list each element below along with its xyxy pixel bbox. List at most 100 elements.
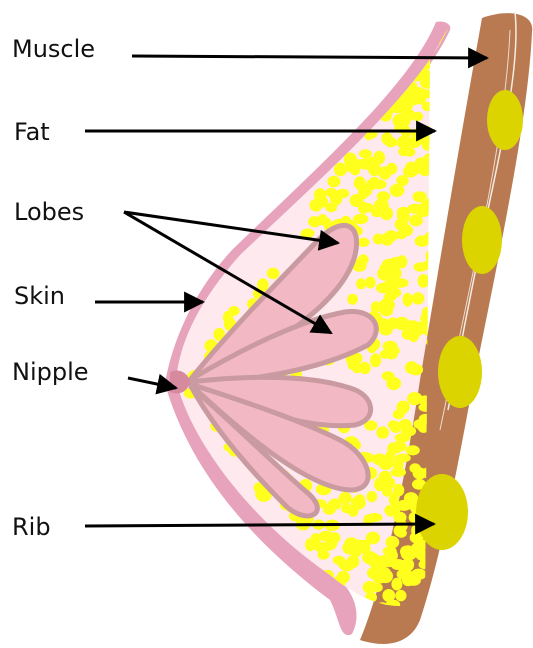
fat-globule (370, 353, 381, 367)
fat-globule (397, 135, 412, 147)
fat-globule (376, 426, 389, 438)
fat-globule (437, 123, 451, 136)
fat-globule (455, 33, 468, 42)
rib-label: Rib (12, 515, 51, 539)
fat-globule (356, 278, 366, 289)
fat-globule (432, 139, 446, 151)
fat-globule (368, 554, 381, 568)
fat-globule (399, 210, 410, 223)
fat-globule (228, 306, 239, 316)
fat-globule (441, 132, 453, 145)
fat-globule (365, 592, 377, 603)
rib (438, 336, 482, 408)
fat-globule (367, 513, 383, 522)
fat-globule (377, 191, 390, 202)
fat-globule (358, 254, 369, 264)
fat-globule (397, 401, 410, 414)
fat-globule (404, 147, 416, 156)
fat-globule (350, 194, 364, 207)
fat-globule (403, 166, 418, 178)
fat-globule (384, 230, 398, 241)
fat-globule (401, 549, 417, 561)
fat-globule (418, 274, 430, 288)
fat-globule (313, 542, 327, 551)
fat-globule (339, 492, 352, 504)
fat-globule (395, 590, 406, 601)
fat-globule (333, 556, 346, 565)
fat-globule (403, 293, 413, 307)
fat-globule (330, 192, 342, 206)
fat-globule (438, 171, 454, 183)
fat-globule (371, 208, 384, 217)
fat-globule (347, 359, 359, 370)
fat-globule (447, 128, 460, 140)
fat-globule (405, 445, 419, 455)
fat-globule (337, 571, 350, 584)
fat-globule (426, 595, 442, 605)
muscle-label: Muscle (12, 37, 95, 61)
fat-globule (452, 60, 468, 70)
fat-globule (365, 277, 375, 289)
fat-globule (461, 71, 472, 80)
fat-globule (391, 578, 402, 591)
fat-globule (409, 215, 423, 227)
fat-globule (420, 201, 432, 214)
fat-globule (400, 111, 413, 122)
fat-globule (373, 234, 384, 245)
fat-globule (385, 451, 395, 462)
rib (416, 474, 468, 550)
fat-globule (383, 341, 398, 352)
fat-globule (382, 209, 393, 220)
fat-globule (442, 94, 457, 107)
fat-globule (423, 260, 435, 270)
fat-globule (436, 193, 450, 202)
fat-globule (449, 115, 462, 126)
fat-globule (432, 149, 445, 161)
fat-globule (456, 71, 466, 80)
fat-globule (448, 54, 460, 66)
fat-globule (447, 83, 462, 97)
fat-globule (350, 165, 360, 176)
fat-globule (428, 185, 443, 197)
fat-globule (379, 471, 392, 484)
fat-globule (372, 453, 386, 465)
fat-globule (366, 179, 377, 190)
fat-globule (358, 599, 370, 612)
fat-globule (367, 491, 378, 502)
fat-globule (428, 589, 442, 602)
fat-globule (424, 231, 436, 243)
fat-globule (382, 259, 396, 272)
fat-globule (407, 327, 422, 337)
fat-globule (446, 69, 456, 79)
fat-globule (396, 255, 407, 268)
fat-globule (379, 323, 393, 336)
fat-globule (444, 130, 456, 141)
fat-globule (329, 532, 341, 543)
fat-globule (391, 468, 406, 477)
fat-globule (363, 581, 377, 594)
fat-globule (402, 573, 414, 586)
fat-globule (405, 361, 418, 374)
nipple-label: Nipple (12, 360, 89, 384)
fat-globule (353, 214, 368, 224)
fat-globule (434, 184, 449, 197)
fat-globule (390, 421, 401, 433)
fat-globule (440, 153, 451, 164)
fat-globule (347, 294, 358, 305)
fat-globule (350, 539, 365, 550)
fat-globule (384, 293, 397, 302)
rib-arrow (85, 524, 434, 526)
fat-globule (457, 42, 468, 54)
fat-globule (334, 163, 347, 177)
fat-globule (412, 292, 425, 304)
fat-globule (395, 433, 411, 442)
fat-globule (446, 134, 459, 146)
fat-globule (429, 204, 440, 218)
fat-globule (413, 468, 427, 480)
fat-globule (394, 278, 409, 287)
fat-globule (430, 169, 441, 180)
fat-globule (355, 494, 366, 503)
fat-globule (413, 191, 427, 202)
fat-globule (327, 176, 340, 188)
